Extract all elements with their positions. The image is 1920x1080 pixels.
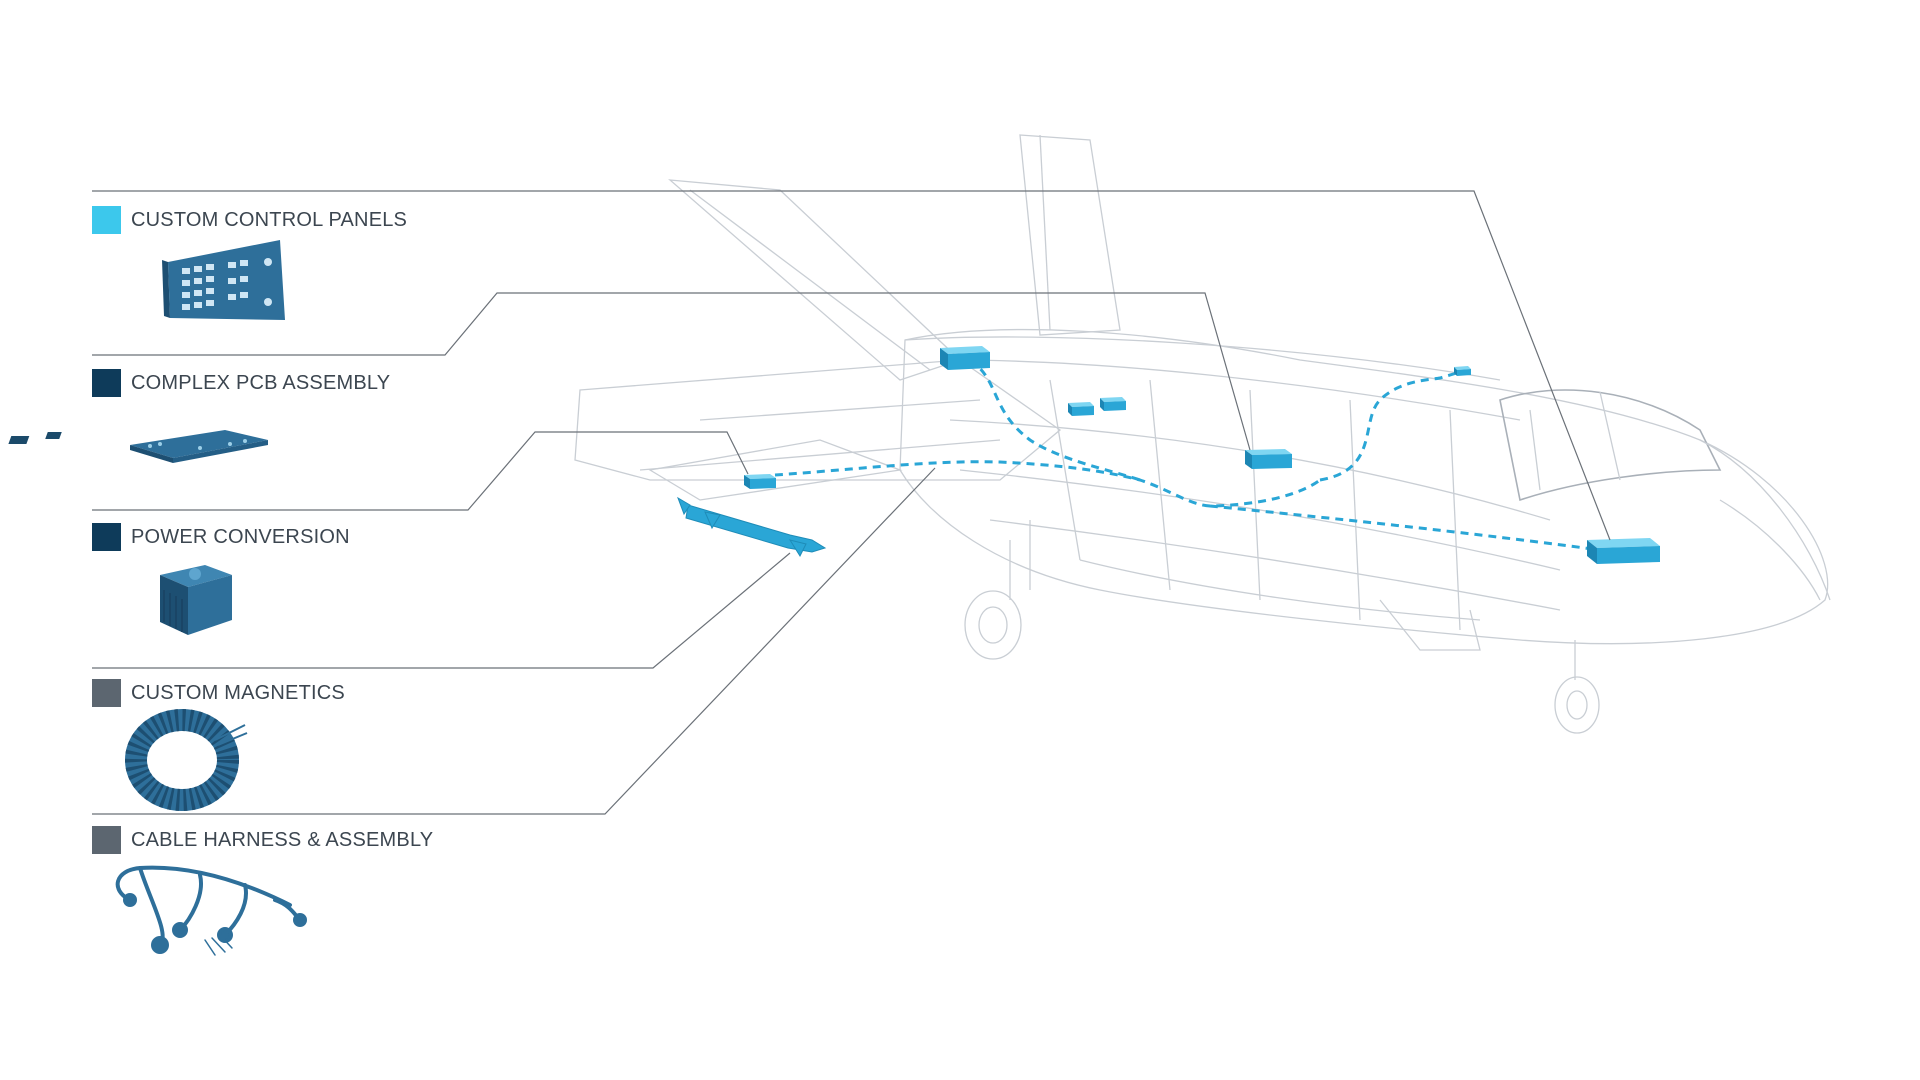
swatch-pcb-assembly [92, 369, 121, 397]
component-box [1454, 366, 1471, 376]
legend-label: CABLE HARNESS & ASSEMBLY [131, 828, 434, 851]
component-box [744, 474, 776, 489]
swatch-power-conversion [92, 523, 121, 551]
legend-item-cable-harness: CABLE HARNESS & ASSEMBLY [92, 825, 433, 855]
power-module-icon [160, 565, 232, 635]
component-box [1100, 397, 1126, 411]
component-boxes [744, 346, 1660, 564]
control-panel-icon [162, 240, 285, 320]
legend-item-power-conversion: POWER CONVERSION [92, 522, 350, 552]
swatch-control-panels [92, 206, 121, 234]
legend-item-control-panels: CUSTOM CONTROL PANELS [92, 205, 407, 235]
swatch-cable-harness [92, 826, 121, 854]
legend-label: CUSTOM MAGNETICS [131, 681, 345, 704]
legend-item-custom-magnetics: CUSTOM MAGNETICS [92, 678, 345, 708]
component-box [1587, 538, 1660, 564]
wiring-route [774, 358, 1601, 552]
missile-icon [677, 496, 827, 558]
legend-label: POWER CONVERSION [131, 525, 350, 548]
component-box [940, 346, 990, 370]
pcb-board-icon [8, 430, 268, 463]
toroid-coil-icon [125, 709, 248, 811]
cable-harness-icon [115, 865, 307, 956]
swatch-custom-magnetics [92, 679, 121, 707]
legend-item-pcb-assembly: COMPLEX PCB ASSEMBLY [92, 368, 390, 398]
component-box [1068, 402, 1094, 416]
component-box [1245, 449, 1292, 469]
leader-lines [92, 190, 1611, 815]
fighter-jet-wireframe-icon [574, 134, 1831, 734]
legend-label: CUSTOM CONTROL PANELS [131, 208, 408, 231]
legend-label: COMPLEX PCB ASSEMBLY [131, 371, 391, 394]
